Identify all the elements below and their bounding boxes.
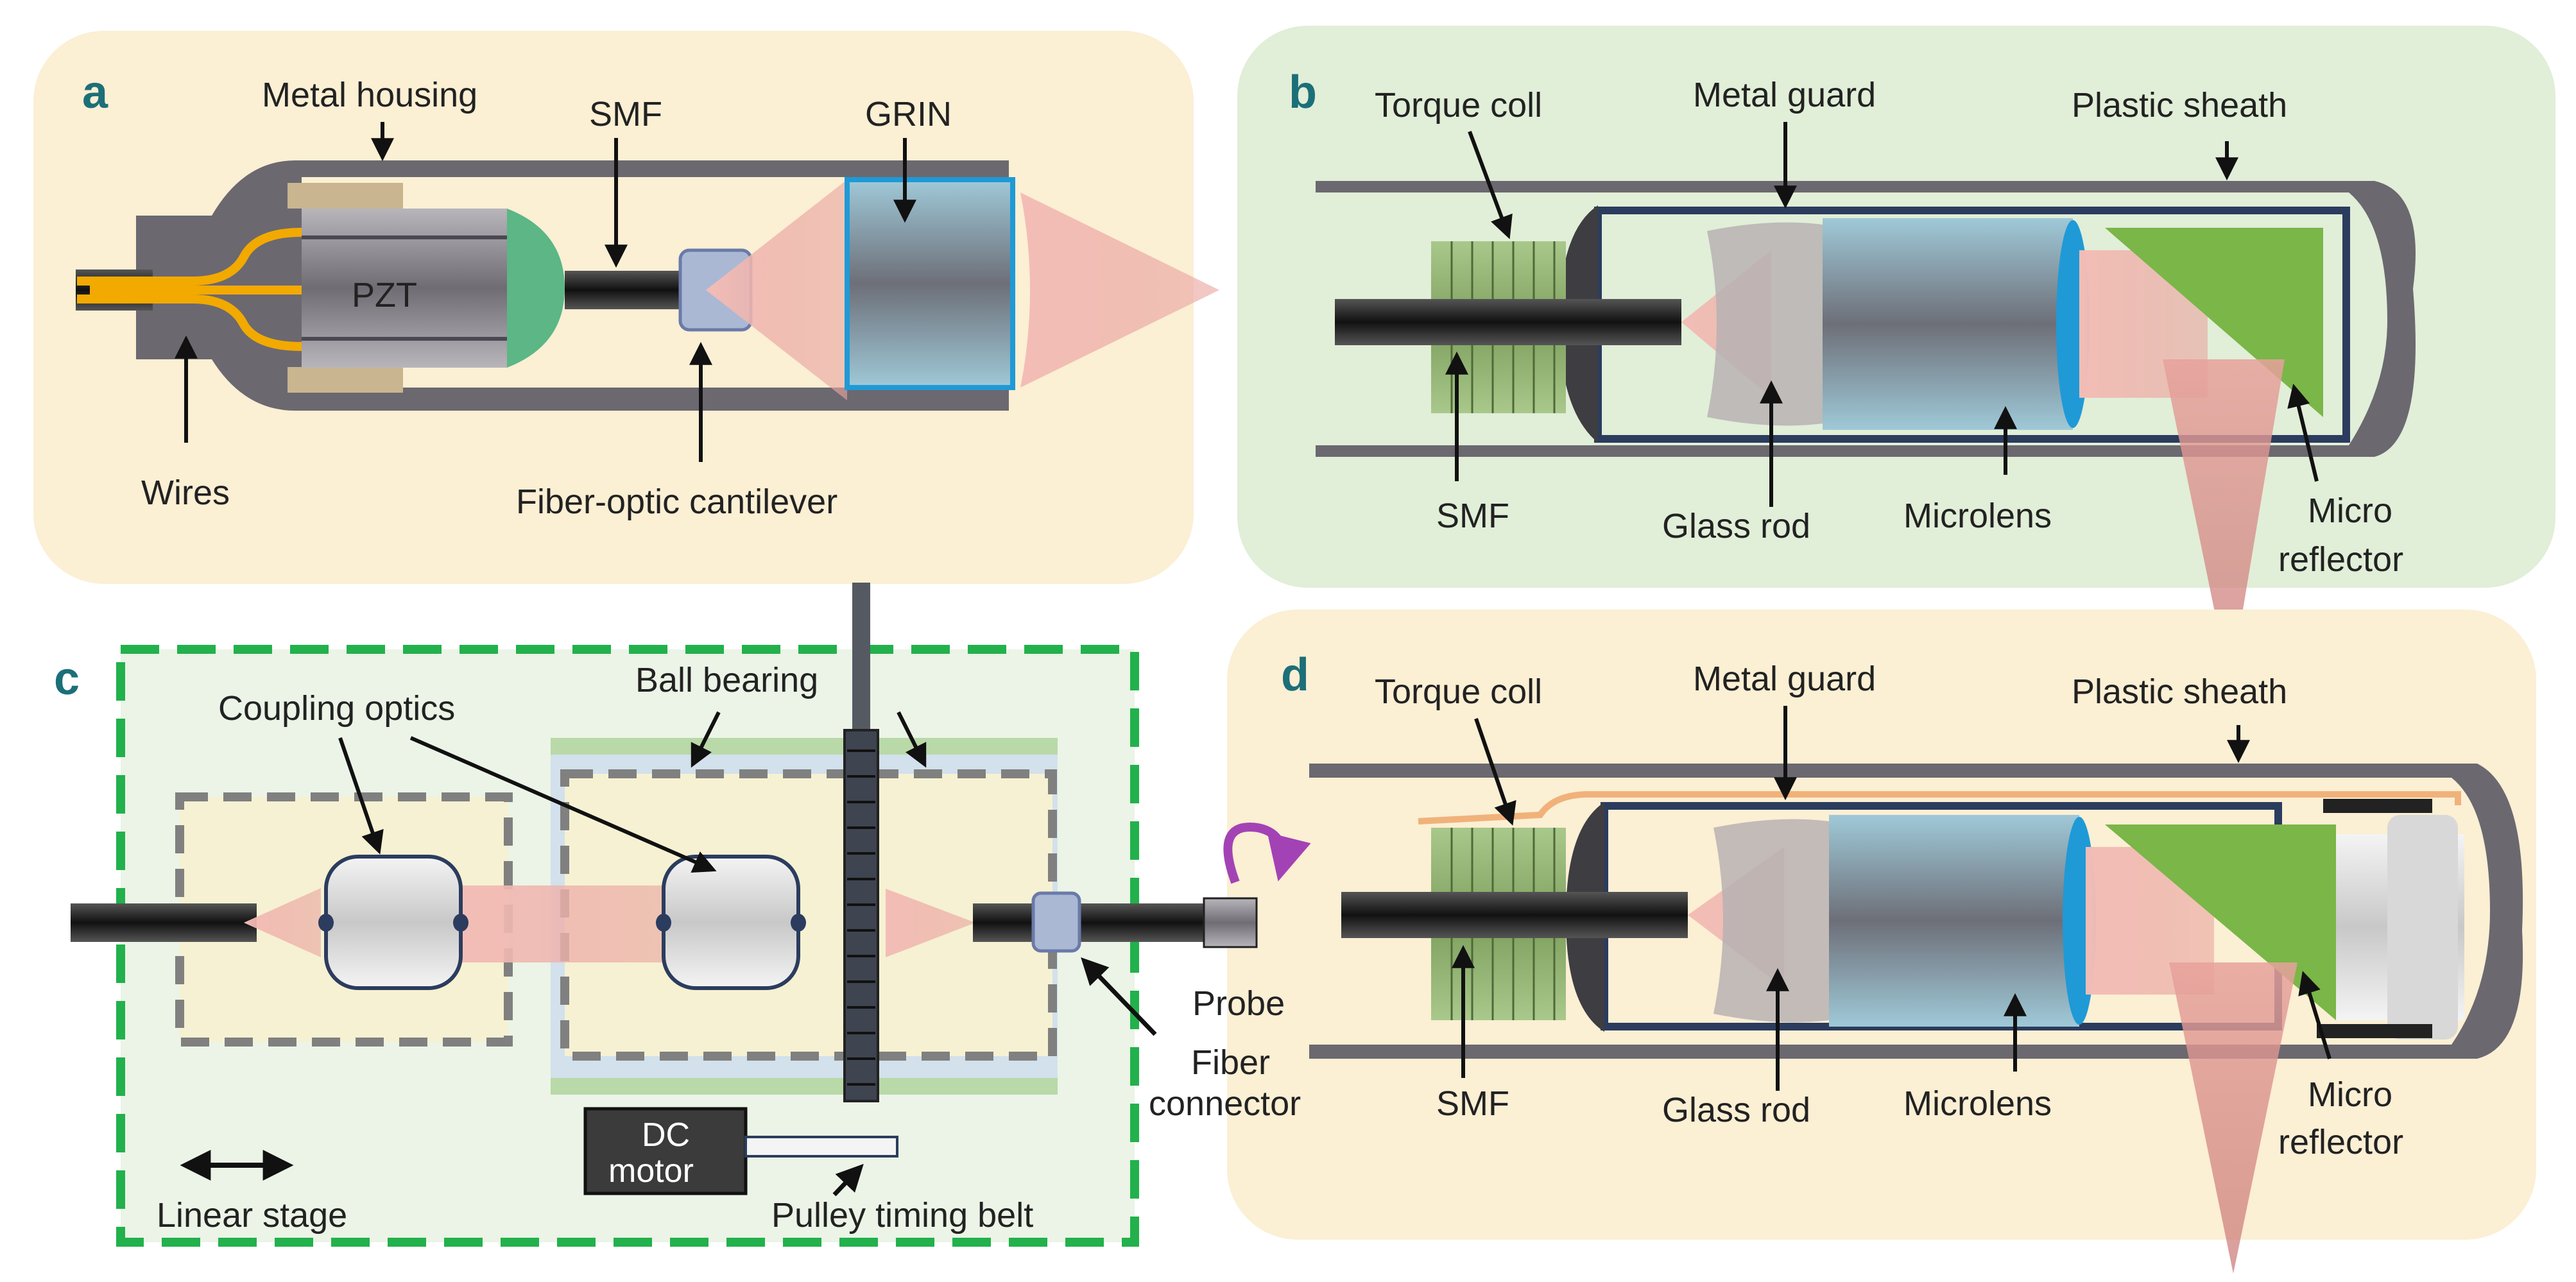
microlens-b (1823, 218, 2073, 430)
label-torque-coil-b: Torque coll (1375, 86, 1542, 124)
label-micro-reflector-d-1: Micro (2308, 1075, 2392, 1114)
arrow-micro-reflector-b (2287, 384, 2319, 482)
arrow-coupling-optics-2 (409, 736, 717, 873)
beam-focus-a (1020, 192, 1219, 388)
arrow-torque-coil-d (1474, 718, 1516, 826)
dc-motor (583, 1107, 748, 1195)
arrow-fiber-connector (1081, 957, 1157, 1036)
motor-shaft (744, 1136, 898, 1158)
label-dc-motor-2: motor (608, 1152, 694, 1190)
output-fiber (973, 903, 1204, 942)
housing-pad-bottom (288, 367, 403, 393)
panel-d: d Torque coll Metal guard Plastic sheath (1227, 610, 2536, 1274)
label-smf-b: SMF (1436, 497, 1509, 535)
label-fiber-connector-1: Fiber (1191, 1043, 1270, 1082)
grin-lens (845, 177, 1015, 390)
pulley-teeth (847, 749, 875, 1086)
coupling-lens-1 (318, 855, 468, 990)
ball-bearing-rim-top (551, 738, 1058, 755)
smf-fiber-d (1341, 892, 1688, 938)
label-micro-reflector-d-2: reflector (2278, 1123, 2403, 1161)
panel-c-letter: c (54, 653, 80, 705)
wires (77, 228, 302, 351)
arrow-coupling-optics-1 (338, 737, 384, 855)
arrow-torque-coil-b (1468, 130, 1513, 239)
pzt-cap (507, 209, 565, 368)
label-plastic-sheath-d: Plastic sheath (2072, 672, 2287, 711)
label-wires: Wires (141, 474, 230, 512)
fiber-connector-sleeve (1031, 891, 1081, 953)
probe-tip (1203, 897, 1258, 948)
label-ball-bearing: Ball bearing (635, 661, 818, 699)
label-smf-d: SMF (1436, 1084, 1509, 1123)
label-dc-motor-1: DC (642, 1116, 690, 1154)
glass-rod-d (1713, 819, 1829, 1023)
microlens-d (1829, 815, 2079, 1027)
panel-a: a Metal housing SMF GRIN PZT Wir (33, 31, 1219, 584)
label-coupling-optics: Coupling optics (218, 689, 455, 728)
label-smf-a: SMF (589, 95, 662, 133)
beam-c-1 (244, 888, 321, 957)
motor-bar-bottom-d (2317, 1024, 2432, 1038)
label-pulley: Pulley timing belt (771, 1196, 1033, 1235)
label-metal-guard-d: Metal guard (1693, 660, 1876, 698)
motor-mount-d-face (2387, 815, 2458, 1039)
label-micro-reflector-b-2: reflector (2278, 540, 2403, 579)
panel-d-letter: d (1281, 649, 1309, 701)
housing-pad-top (288, 183, 403, 209)
label-fiber-cantilever: Fiber-optic cantilever (516, 483, 837, 521)
motor-bar-top-d (2323, 799, 2432, 813)
input-fiber (71, 903, 257, 942)
label-pzt: PZT (352, 276, 417, 314)
label-plastic-sheath-b: Plastic sheath (2072, 86, 2287, 124)
arrow-ball-bearing-2 (897, 711, 927, 768)
label-microlens-b: Microlens (1903, 497, 2052, 535)
pzt-tube (302, 209, 507, 368)
smf-fiber-b (1335, 299, 1681, 345)
label-probe: Probe (1192, 984, 1285, 1023)
beam-expanding-a (706, 180, 847, 400)
panel-b: b Torque coll Metal guard Plastic sheath… (1237, 26, 2555, 687)
panel-c: c (54, 583, 1311, 1247)
coupling-lens-2 (656, 855, 806, 990)
label-micro-reflector-b-1: Micro (2308, 491, 2392, 530)
rotation-arrow (1223, 823, 1311, 884)
label-microlens-d: Microlens (1903, 1084, 2052, 1123)
beam-c-2 (459, 885, 677, 962)
label-metal-guard-b: Metal guard (1693, 76, 1876, 114)
label-linear-stage: Linear stage (157, 1196, 347, 1235)
label-glass-rod-b: Glass rod (1662, 507, 1810, 545)
beam-b-down (2163, 359, 2285, 687)
beam-d-down (2169, 962, 2297, 1274)
label-torque-coil-d: Torque coll (1375, 672, 1542, 711)
panel-b-letter: b (1289, 67, 1317, 118)
arrow-ball-bearing-1 (691, 711, 721, 768)
panel-a-letter: a (82, 67, 108, 118)
beam-c-3 (886, 889, 975, 957)
label-glass-rod-d: Glass rod (1662, 1091, 1810, 1129)
pulley-gear (843, 729, 879, 1102)
sheath-inner-wire-d (1418, 791, 2461, 825)
arrow-micro-reflector-d (2298, 971, 2331, 1059)
label-metal-housing: Metal housing (262, 76, 477, 114)
label-fiber-connector-2: connector (1149, 1084, 1301, 1123)
label-grin: GRIN (865, 95, 952, 133)
ball-bearing-rim-bottom (551, 1078, 1058, 1095)
arrow-pulley (832, 1163, 864, 1197)
glass-rod-b (1707, 222, 1823, 426)
